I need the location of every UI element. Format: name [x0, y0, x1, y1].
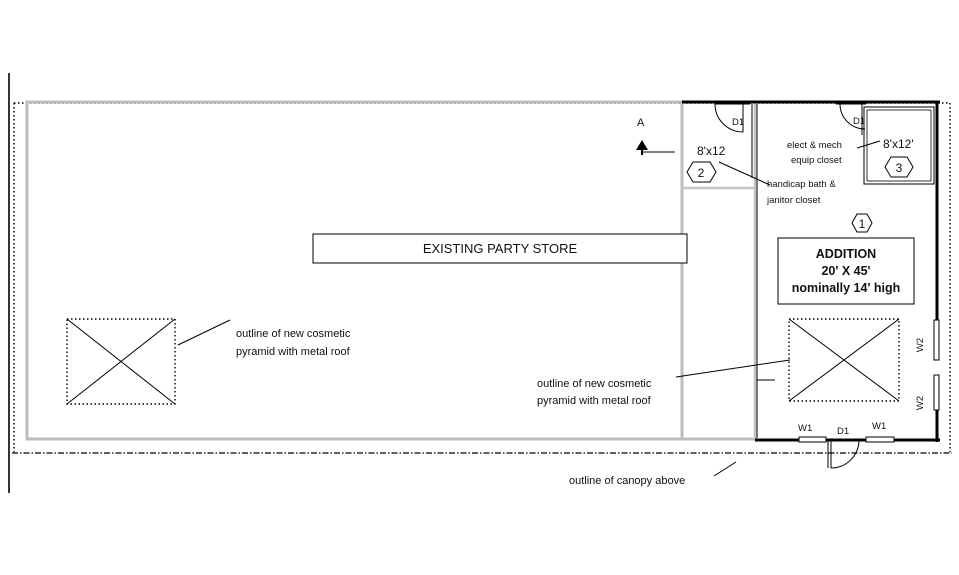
window-w1-right-label: W1	[872, 421, 886, 432]
door-d1-front-label: D1	[837, 426, 849, 437]
canopy-leader	[713, 461, 737, 477]
door-swing-front	[827, 439, 860, 469]
pyramid-left-label-line1: outline of new cosmetic	[236, 328, 351, 340]
pyramid-right-leader	[675, 359, 791, 378]
room-tag-2: 2	[698, 166, 705, 180]
door-d1-elect-label: D1	[853, 116, 865, 127]
room-tag-3: 3	[896, 161, 903, 175]
window-w1-left-label: W1	[798, 423, 812, 434]
existing-store-outline	[25, 100, 684, 441]
pyramid-right-label-line1: outline of new cosmetic	[537, 378, 652, 390]
elect-label-line2: equip closet	[791, 155, 842, 166]
existing-store-label: EXISTING PARTY STORE	[423, 241, 578, 256]
pyramid-outline-right	[788, 318, 900, 402]
door-swing-elect-closet	[836, 103, 866, 135]
addition-label-line1: ADDITION	[816, 247, 876, 261]
canopy-label: outline of canopy above	[569, 475, 685, 487]
elect-label-line1: elect & mech	[787, 140, 842, 151]
window-w2-bottom-label: W2	[915, 396, 926, 410]
pyramid-left-leader	[177, 319, 231, 346]
room-tag-1-hexagon	[851, 213, 873, 233]
bath-label-line1: handicap bath &	[767, 179, 836, 190]
existing-store-label-box	[312, 233, 688, 264]
window-w2-top	[933, 319, 940, 361]
window-w1-left	[798, 436, 827, 443]
section-marker-label: A	[637, 117, 645, 129]
pyramid-outline-left	[66, 318, 176, 405]
window-w2-top-label: W2	[915, 338, 926, 352]
section-marker-a	[636, 140, 675, 155]
elect-closet-inner	[866, 109, 932, 182]
room-tag-1: 1	[859, 217, 866, 231]
window-w2-bottom	[933, 374, 940, 411]
addition-label-line2: 20' X 45'	[821, 264, 870, 278]
door-swing-bath	[714, 103, 750, 133]
pyramid-left-label-line2: pyramid with metal roof	[236, 346, 351, 358]
addition-label-box	[777, 237, 915, 305]
room-tag-3-hexagon	[884, 156, 914, 178]
bath-label-line2: janitor closet	[766, 195, 821, 206]
addition-label-line3: nominally 14' high	[792, 281, 901, 295]
room-tag-2-hexagon	[686, 161, 717, 183]
window-w1-right	[865, 436, 895, 443]
bath-leader	[718, 161, 771, 186]
pyramid-right-label-line2: pyramid with metal roof	[537, 395, 652, 407]
room-3-size: 8'x12'	[883, 137, 914, 151]
elect-leader	[856, 140, 881, 149]
room-2-size: 8'x12	[697, 144, 726, 158]
door-d1-bath-label: D1	[732, 117, 744, 128]
